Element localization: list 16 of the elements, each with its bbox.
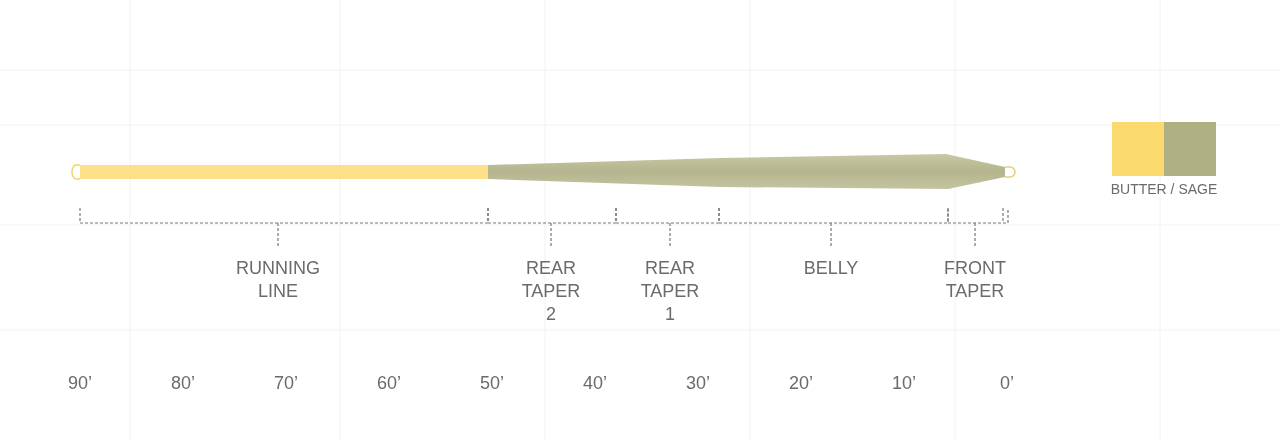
distance-tick-label: 0’: [1000, 372, 1014, 395]
distance-tick-label: 90’: [68, 372, 92, 395]
distance-tick-label: 50’: [480, 372, 504, 395]
distance-tick-label: 20’: [789, 372, 813, 395]
section-label: FRONT TAPER: [943, 257, 1007, 303]
distance-tick-label: 40’: [583, 372, 607, 395]
distance-tick-label: 10’: [892, 372, 916, 395]
distance-tick-label: 30’: [686, 372, 710, 395]
section-label: REAR TAPER 2: [520, 257, 582, 326]
distance-tick-label: 80’: [171, 372, 195, 395]
section-label: RUNNING LINE: [235, 257, 321, 303]
legend-label: BUTTER / SAGE: [1110, 180, 1218, 198]
distance-tick-label: 60’: [377, 372, 401, 395]
section-label: BELLY: [802, 257, 860, 280]
distance-tick-label: 70’: [274, 372, 298, 395]
section-label: REAR TAPER 1: [639, 257, 701, 326]
